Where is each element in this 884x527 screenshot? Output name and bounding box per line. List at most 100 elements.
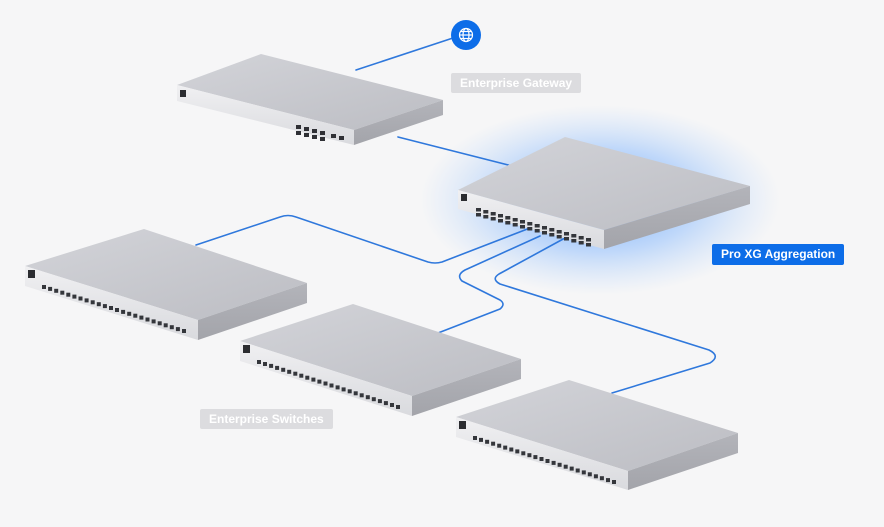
sfp-port: [578, 241, 584, 245]
switch-3-side-face: [628, 433, 738, 490]
ethernet-port: [329, 383, 334, 388]
ethernet-port: [581, 470, 586, 475]
enterprise-switch-2[interactable]: [240, 304, 521, 416]
ethernet-port: [169, 325, 174, 330]
internet-node[interactable]: [451, 20, 481, 50]
ethernet-port: [102, 304, 107, 309]
ethernet-port: [497, 443, 502, 448]
gateway-port-group: [296, 125, 344, 141]
enterprise-switch-1[interactable]: [25, 229, 307, 340]
ethernet-port: [606, 478, 610, 483]
sfp-port: [542, 231, 547, 235]
enterprise-gateway-device[interactable]: [177, 54, 443, 145]
ethernet-port: [115, 308, 119, 312]
ethernet-port: [275, 365, 280, 370]
switch-3-ports: [473, 436, 616, 484]
ethernet-port: [479, 437, 483, 442]
sfp-port: [549, 228, 555, 232]
gateway-top-face: [177, 54, 443, 130]
sfp-port: [505, 216, 511, 220]
switch-1-side-face: [198, 283, 307, 340]
ethernet-port: [281, 367, 286, 372]
sfp-port: [586, 243, 591, 247]
ethernet-port: [587, 472, 592, 477]
ethernet-port: [175, 327, 180, 332]
ethernet-port: [515, 449, 520, 454]
switch-2-power-icon: [243, 345, 250, 353]
sfp-port: [542, 226, 547, 230]
ethernet-port: [359, 393, 364, 398]
switch-1-ports: [42, 285, 186, 333]
ethernet-port: [593, 474, 598, 479]
aggregation-side-face: [604, 186, 750, 249]
sfp-port: [483, 210, 489, 214]
gateway-label: Enterprise Gateway: [451, 73, 582, 93]
ethernet-port: [84, 298, 89, 303]
switches-label: Enterprise Switches: [200, 409, 333, 429]
ethernet-port: [157, 321, 162, 326]
ethernet-port: [293, 371, 298, 376]
ethernet-port: [263, 362, 267, 366]
ethernet-port: [503, 445, 508, 450]
ethernet-port: [299, 373, 304, 378]
sfp-port: [476, 213, 481, 217]
ethernet-port: [612, 480, 616, 484]
ethernet-port: [139, 315, 144, 320]
link-internet-gateway: [355, 36, 457, 71]
ethernet-port: [127, 311, 132, 316]
switch-3-top-face: [456, 380, 738, 471]
sfp-port: [556, 230, 562, 234]
link-gateway-aggregation: [397, 136, 513, 167]
sfp-port: [571, 239, 577, 243]
ethernet-port: [72, 294, 77, 299]
gateway-front-face: [177, 85, 354, 145]
ethernet-port: [551, 460, 556, 465]
sfp-port: [564, 232, 569, 236]
aggregation-top-face: [458, 137, 750, 230]
link-aggregation-switch-2: [437, 235, 541, 334]
ethernet-port: [390, 403, 394, 407]
ethernet-port: [377, 399, 382, 404]
ethernet-port: [383, 401, 388, 406]
link-aggregation-switch-3: [494, 237, 717, 394]
ethernet-port: [569, 466, 574, 471]
enterprise-switch-3[interactable]: [456, 380, 738, 490]
ethernet-port: [78, 296, 83, 301]
ethernet-port: [109, 306, 113, 310]
link-aggregation-switch-1: [195, 214, 531, 264]
sfp-port: [534, 224, 540, 228]
sfp-port: [520, 225, 525, 229]
ethernet-port: [396, 405, 400, 409]
switch-2-side-face: [412, 359, 521, 416]
sfp-port: [512, 223, 518, 227]
sfp-port: [490, 212, 496, 216]
ethernet-port: [521, 451, 526, 456]
sfp-port: [505, 221, 511, 225]
pro-xg-aggregation-device[interactable]: [458, 137, 750, 249]
ethernet-port: [151, 319, 156, 324]
globe-icon: [458, 27, 474, 43]
sfp-port: [549, 233, 555, 237]
sfp-port: [527, 222, 533, 226]
ethernet-port: [563, 464, 568, 469]
ethernet-port: [335, 385, 340, 390]
switch-2-ports: [257, 360, 400, 409]
sfp-port: [571, 234, 577, 238]
aggregation-label: Pro XG Aggregation: [712, 244, 845, 265]
ethernet-port: [527, 453, 532, 458]
ethernet-port: [121, 309, 126, 314]
switch-3-power-icon: [459, 421, 466, 429]
ethernet-port: [353, 391, 358, 396]
ethernet-port: [317, 379, 322, 384]
ethernet-port: [96, 302, 101, 307]
ethernet-port: [287, 369, 292, 374]
ethernet-port: [90, 300, 95, 305]
ethernet-port: [305, 375, 310, 380]
ethernet-port: [257, 360, 261, 364]
ethernet-port: [533, 455, 538, 460]
switch-1-power-icon: [28, 270, 35, 278]
aggregation-power-icon: [461, 194, 467, 201]
ethernet-port: [48, 286, 53, 291]
